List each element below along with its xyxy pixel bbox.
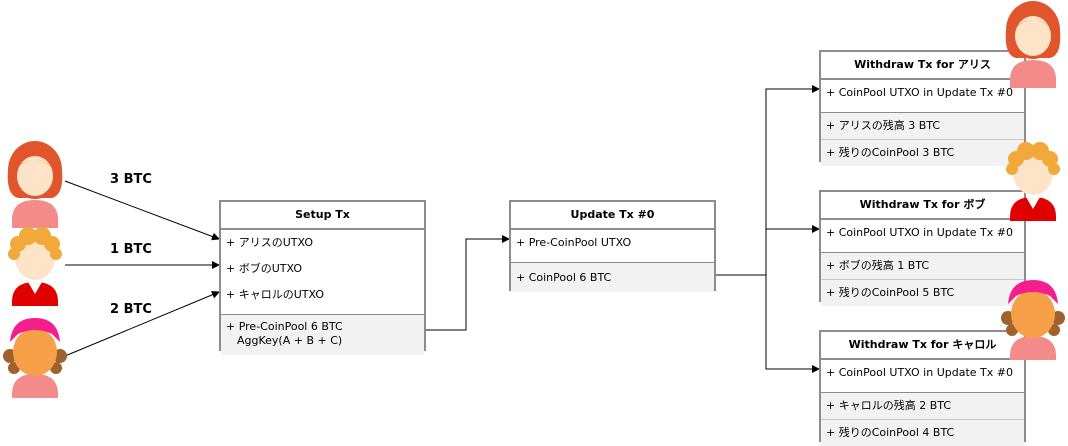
- withdraw-tx-alice-output-pool: + 残りのCoinPool 3 BTC: [826, 146, 955, 159]
- withdraw-tx-alice-box: Withdraw Tx for アリス + CoinPool UTXO in U…: [819, 50, 1026, 166]
- arrow-setup-to-update: [426, 235, 510, 331]
- withdraw-tx-alice-input: + CoinPool UTXO in Update Tx #0: [826, 86, 1013, 99]
- withdraw-tx-carol-divider: [821, 386, 1024, 393]
- withdraw-tx-bob-title: Withdraw Tx for ボブ: [821, 192, 1024, 220]
- withdraw-tx-bob-output-balance: + ボブの残高 1 BTC: [821, 253, 1024, 280]
- withdraw-tx-carol-input: + CoinPool UTXO in Update Tx #0: [826, 366, 1013, 379]
- setup-tx-input-alice: + アリスのUTXO: [226, 236, 313, 249]
- withdraw-tx-bob-input: + CoinPool UTXO in Update Tx #0: [826, 226, 1013, 239]
- arrow-update-to-withdraw-carol: [765, 275, 820, 373]
- setup-tx-input-bob: + ボブのUTXO: [226, 262, 302, 275]
- withdraw-tx-carol-box: Withdraw Tx for キャロル + CoinPool UTXO in …: [819, 330, 1026, 446]
- setup-tx-input-carol: + キャロルのUTXO: [226, 288, 324, 301]
- update-tx-input: + Pre-CoinPool UTXO: [516, 236, 632, 249]
- withdraw-tx-bob-box: Withdraw Tx for ボブ + CoinPool UTXO in Up…: [819, 190, 1026, 306]
- amount-label-alice: 3 BTC: [110, 172, 152, 187]
- amount-label-bob: 1 BTC: [110, 242, 152, 257]
- setup-tx-output-amount: + Pre-CoinPool 6 BTC: [226, 320, 343, 333]
- withdraw-tx-carol-output-balance: + キャロルの残高 2 BTC: [821, 393, 1024, 420]
- setup-tx-box: Setup Tx + アリスのUTXO + ボブのUTXO + キャロルのUTX…: [219, 200, 426, 355]
- withdraw-tx-carol-title: Withdraw Tx for キャロル: [821, 332, 1024, 360]
- update-tx-divider: [511, 256, 714, 263]
- arrow-carol-to-setup: [64, 290, 220, 357]
- update-tx-box: Update Tx #0 + Pre-CoinPool UTXO + CoinP…: [509, 200, 716, 292]
- bob-avatar-right-icon: [1006, 142, 1060, 221]
- bob-avatar-icon: [8, 227, 62, 306]
- withdraw-tx-alice-divider: [821, 106, 1024, 113]
- setup-tx-output-key: AggKey(A + B + C): [237, 334, 343, 347]
- withdraw-tx-carol-output-pool: + 残りのCoinPool 4 BTC: [826, 426, 955, 439]
- alice-avatar-icon: [7, 141, 63, 228]
- arrow-update-to-withdraw-alice: [716, 85, 820, 276]
- carol-avatar-right-icon: [1001, 280, 1065, 360]
- carol-avatar-icon: [3, 318, 67, 398]
- setup-tx-divider: [221, 308, 424, 315]
- alice-avatar-right-icon: [1005, 1, 1061, 88]
- amount-label-carol: 2 BTC: [110, 302, 152, 317]
- withdraw-tx-bob-divider: [821, 246, 1024, 253]
- update-tx-output: + CoinPool 6 BTC: [511, 263, 714, 292]
- setup-tx-output: + Pre-CoinPool 6 BTC AggKey(A + B + C): [221, 315, 424, 355]
- withdraw-tx-alice-title: Withdraw Tx for アリス: [821, 52, 1024, 80]
- setup-tx-title: Setup Tx: [221, 202, 424, 230]
- withdraw-tx-alice-output-balance: + アリスの残高 3 BTC: [821, 113, 1024, 140]
- arrow-alice-to-setup: [64, 180, 220, 241]
- update-tx-title: Update Tx #0: [511, 202, 714, 230]
- withdraw-tx-bob-output-pool: + 残りのCoinPool 5 BTC: [826, 286, 955, 299]
